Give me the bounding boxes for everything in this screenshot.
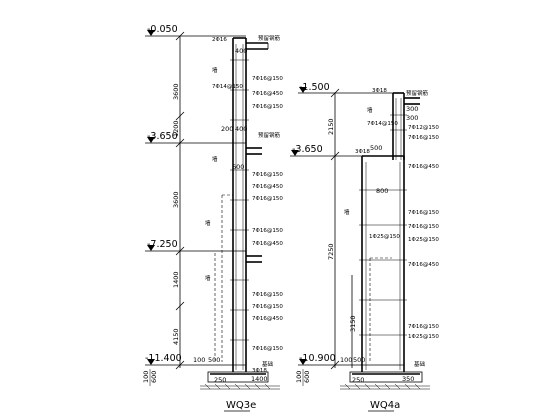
dimension-label: 200 (221, 125, 233, 133)
dimension-label: 250 (352, 376, 364, 384)
dimension-label: 3150 (349, 315, 357, 332)
level-label: -1.500 (299, 82, 330, 93)
dimension-label: 300 (406, 105, 418, 113)
callout-label: 预留钢筋 (258, 131, 281, 139)
level-label: -0.050 (147, 24, 178, 35)
level-marker: -11.400 (145, 353, 246, 366)
rebar-label: 7Φ16@450 (252, 91, 283, 97)
level-marker: -7.250 (145, 239, 246, 252)
vertical-dimension-chain: 2150 7250 3150 (327, 88, 357, 370)
wall-body (214, 37, 269, 372)
level-label: -10.900 (299, 353, 336, 364)
svg-text:100: 100 (295, 371, 303, 383)
rebar-label: 7Φ16@150 (408, 324, 439, 330)
foundation (200, 371, 280, 390)
rebar-label: 7Φ16@450 (252, 184, 283, 190)
level-label: -7.250 (147, 239, 178, 250)
rebar-label: 7Φ16@150 (252, 196, 283, 202)
dimension-label: 2150 (327, 118, 335, 135)
dimension-label: 100 (193, 356, 205, 364)
section-wq4a: -1.500 -3.650 -10.900 2150 7250 3150 (290, 82, 439, 412)
wall-mark: 墙 (212, 155, 218, 163)
rebar-label: 3Φ18 (372, 88, 387, 94)
dimension-label: 3600 (172, 83, 180, 100)
dimension-label: 400 (235, 47, 247, 55)
level-marker: -0.050 (145, 24, 246, 37)
dimension-label: 600 (232, 163, 244, 171)
callout-label: 预留钢筋 (258, 34, 281, 42)
rebar-label: 7Φ12@150 (408, 125, 439, 131)
rebar-label: 7Φ16@450 (408, 262, 439, 268)
callout-label: 预留钢筋 (406, 89, 429, 97)
rebar-label: 7Φ16@150 (252, 304, 283, 310)
level-marker: -3.650 (290, 144, 404, 157)
dimension-label: 250 (214, 376, 226, 384)
wall-mark: 墙 (205, 274, 211, 282)
dimension-label: 7250 (327, 243, 335, 260)
rebar-label: 1Φ25@150 (408, 334, 439, 340)
level-label: -3.650 (292, 144, 323, 155)
dimension-label: 1400 (251, 375, 268, 383)
rebar-label: 7Φ16@450 (408, 164, 439, 170)
level-label: -11.400 (145, 353, 182, 364)
vertical-dimension-chain: 3600 1200 3600 1400 4150 (172, 31, 185, 370)
wall-mark: 墙 (344, 208, 350, 216)
rebar-label: 7Φ16@450 (252, 316, 283, 322)
rebar-label: 2Φ16 (212, 37, 227, 43)
section-title: WQ4a (370, 400, 400, 411)
rebar-label: 1Φ25@150 (408, 237, 439, 243)
svg-text:100: 100 (142, 371, 150, 383)
foundation (340, 371, 430, 390)
rebar-label: 7Φ16@150 (252, 228, 283, 234)
rebar-label: 7Φ16@150 (408, 210, 439, 216)
dimension-label: 3600 (172, 191, 180, 208)
rebar-label: 7Φ16@150 (252, 346, 283, 352)
dimension-label: 4150 (172, 328, 180, 345)
dimension-label: 1200 (172, 120, 180, 137)
level-marker: -1.500 (298, 82, 404, 94)
level-marker: -3.650 (145, 131, 246, 144)
rebar-label: 7Φ16@150 (252, 172, 283, 178)
rebar-label: 7Φ16@150 (408, 135, 439, 141)
rebar-label: 7Φ14@150 (212, 84, 243, 90)
dimension-label: 100 (340, 356, 352, 364)
rebar-label: 3Φ18 (355, 149, 370, 155)
level-marker: -10.900 (298, 353, 404, 366)
dimension-label: 400 (235, 125, 247, 133)
dimension-label: 300 (406, 114, 418, 122)
callout-label: 基础 (262, 360, 274, 368)
section-title: WQ3e (226, 400, 256, 411)
callout-label: 基础 (414, 360, 426, 368)
section-wq3e: -0.050 -3.650 -7.250 -11.400 3600 (142, 24, 283, 412)
level-label: -3.650 (147, 131, 178, 142)
dimension-label: 500 (353, 356, 365, 364)
rebar-label: 7Φ16@450 (252, 241, 283, 247)
dimension-label: 500 (370, 144, 382, 152)
rebar-label: 7Φ16@150 (252, 292, 283, 298)
dimension-label: 500 (208, 356, 220, 364)
wall-mark: 墙 (205, 219, 211, 227)
dimension-label: 1400 (172, 271, 180, 288)
svg-text:600: 600 (303, 371, 311, 383)
dimension-label: 350 (402, 375, 414, 383)
rebar-label: 3Φ18 (252, 368, 267, 374)
wall-body (359, 92, 420, 372)
rebar-label: 7Φ16@150 (408, 224, 439, 230)
rebar-label: 1Φ25@150 (369, 234, 400, 240)
svg-text:600: 600 (150, 371, 158, 383)
wall-mark: 墙 (212, 66, 218, 74)
rebar-label: 7Φ14@150 (367, 121, 398, 127)
rebar-label: 7Φ16@150 (252, 104, 283, 110)
dimension-label: 800 (376, 187, 388, 195)
rebar-label: 7Φ16@150 (252, 76, 283, 82)
wall-mark: 墙 (367, 106, 373, 114)
